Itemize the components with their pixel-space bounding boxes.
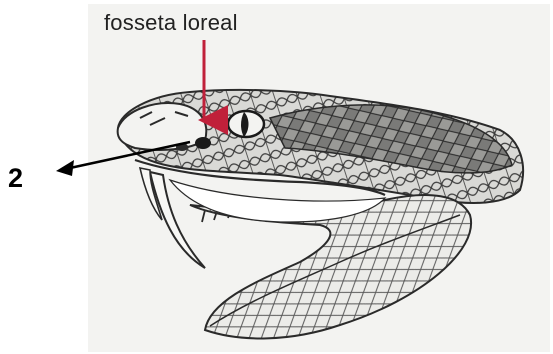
loreal-pit: [195, 137, 211, 149]
pit-label: fosseta loreal: [104, 10, 238, 36]
number-arrow-head: [56, 160, 74, 176]
number-label: 2: [8, 163, 23, 194]
